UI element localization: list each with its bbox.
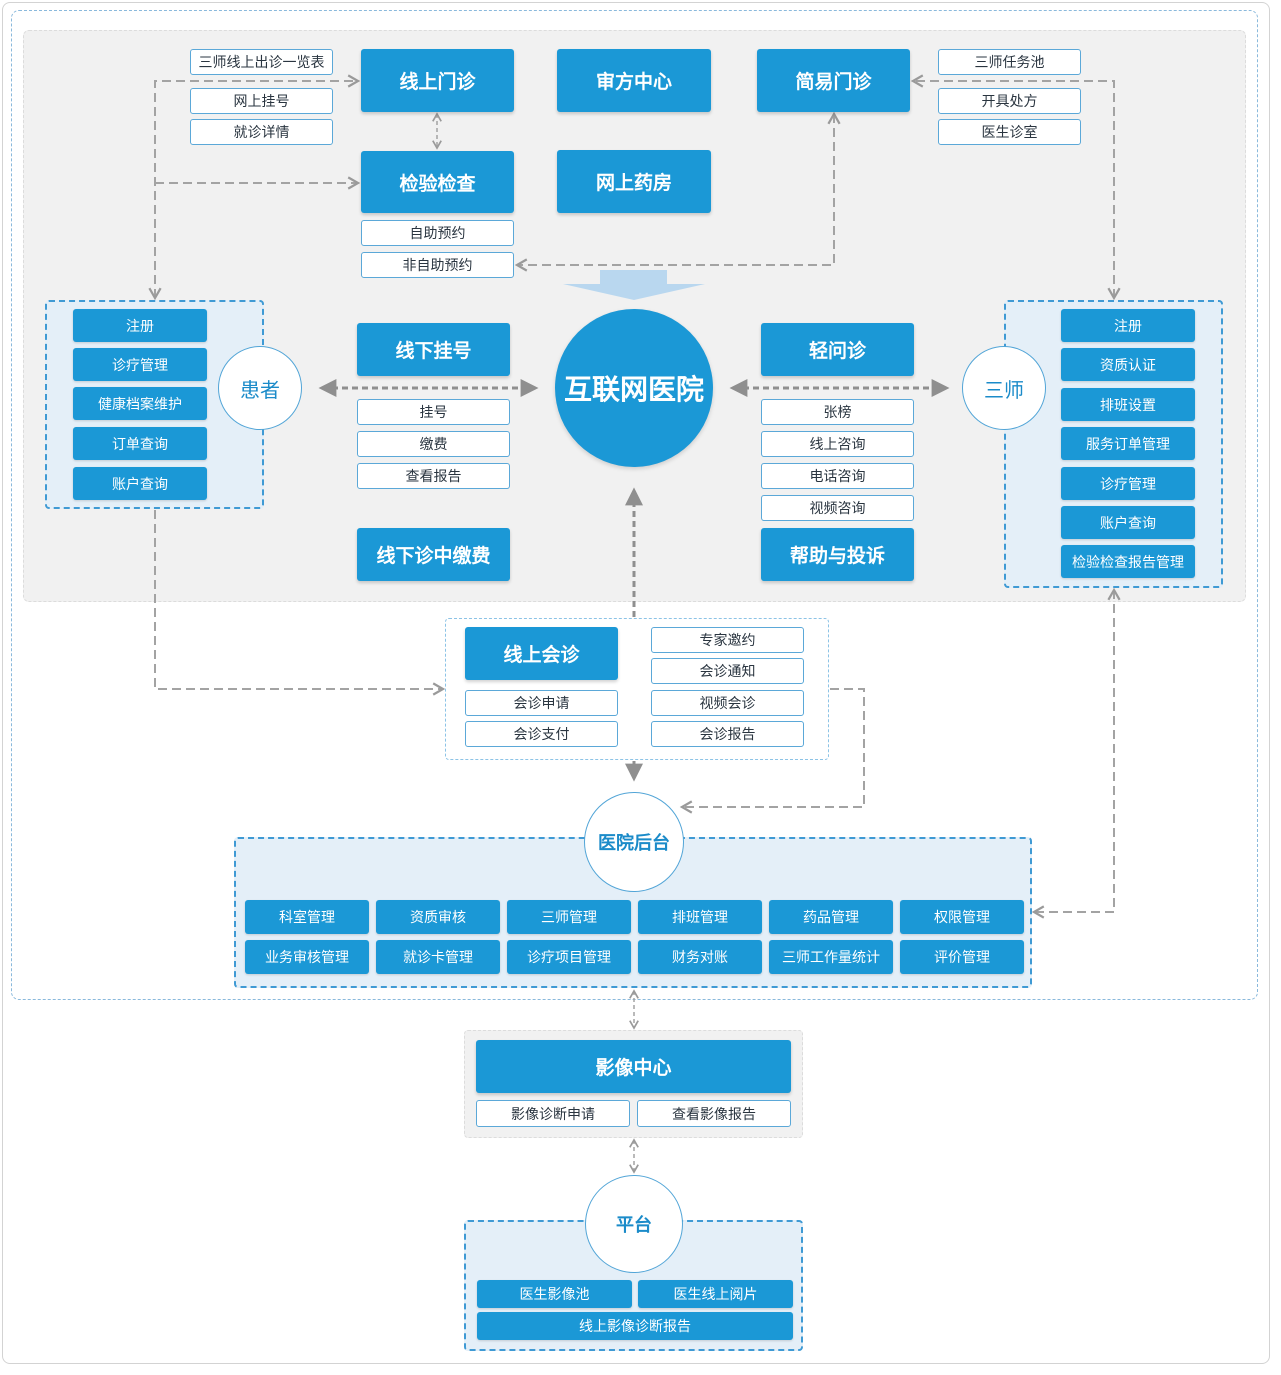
offline-register-item[interactable]: 缴费 bbox=[357, 431, 510, 457]
platform-item[interactable]: 医生影像池 bbox=[477, 1280, 632, 1308]
online-consultation-module[interactable]: 线上会诊 bbox=[465, 627, 618, 680]
offline-register-module[interactable]: 线下挂号 bbox=[357, 323, 510, 376]
consultation-item[interactable]: 会诊申请 bbox=[465, 690, 618, 716]
light-consult-item[interactable]: 电话咨询 bbox=[761, 463, 914, 489]
backend-item[interactable]: 诊疗项目管理 bbox=[507, 940, 631, 974]
connector-simple-clinic-to-lab bbox=[514, 111, 841, 272]
backend-item[interactable]: 药品管理 bbox=[769, 900, 893, 934]
platform-item[interactable]: 线上影像诊断报告 bbox=[477, 1312, 793, 1340]
down-arrow-icon bbox=[563, 270, 705, 300]
light-consult-module[interactable]: 轻问诊 bbox=[761, 323, 914, 376]
simple-clinic-item[interactable]: 医生诊室 bbox=[938, 119, 1081, 145]
doctor-item[interactable]: 注册 bbox=[1061, 309, 1195, 342]
backend-item[interactable]: 评价管理 bbox=[900, 940, 1024, 974]
connector-consult-to-backend bbox=[679, 688, 865, 814]
doctor-item[interactable]: 诊疗管理 bbox=[1061, 467, 1195, 500]
backend-item[interactable]: 财务对账 bbox=[638, 940, 762, 974]
help-complaint-module[interactable]: 帮助与投诉 bbox=[761, 528, 914, 581]
hospital-backend-node[interactable]: 医院后台 bbox=[584, 792, 684, 892]
online-pharmacy-module[interactable]: 网上药房 bbox=[557, 150, 711, 213]
imaging-item[interactable]: 查看影像报告 bbox=[637, 1100, 791, 1127]
patient-item[interactable]: 诊疗管理 bbox=[73, 348, 207, 381]
backend-item[interactable]: 资质审核 bbox=[376, 900, 500, 934]
patient-item[interactable]: 健康档案维护 bbox=[73, 387, 207, 420]
backend-item[interactable]: 三师管理 bbox=[507, 900, 631, 934]
doctor-node[interactable]: 三师 bbox=[962, 346, 1046, 430]
consultation-item[interactable]: 会诊报告 bbox=[651, 721, 804, 747]
connector-patient-to-consult bbox=[154, 510, 446, 696]
backend-item[interactable]: 三师工作量统计 bbox=[769, 940, 893, 974]
simple-clinic-item[interactable]: 三师任务池 bbox=[938, 49, 1081, 75]
backend-item[interactable]: 业务审核管理 bbox=[245, 940, 369, 974]
connector-patient-to-online-clinic bbox=[148, 74, 361, 301]
online-clinic-module[interactable]: 线上门诊 bbox=[361, 49, 514, 112]
doctor-item[interactable]: 排班设置 bbox=[1061, 388, 1195, 421]
consultation-item[interactable]: 视频会诊 bbox=[651, 690, 804, 716]
backend-item[interactable]: 就诊卡管理 bbox=[376, 940, 500, 974]
doctor-item[interactable]: 服务订单管理 bbox=[1061, 427, 1195, 460]
online-clinic-item[interactable]: 就诊详情 bbox=[190, 119, 333, 145]
connector-doctor-to-backend bbox=[1031, 587, 1121, 919]
offline-register-item[interactable]: 查看报告 bbox=[357, 463, 510, 489]
doctor-item[interactable]: 检验检查报告管理 bbox=[1061, 545, 1195, 578]
lab-item[interactable]: 自助预约 bbox=[361, 220, 514, 246]
imaging-item[interactable]: 影像诊断申请 bbox=[476, 1100, 630, 1127]
lab-item[interactable]: 非自助预约 bbox=[361, 252, 514, 278]
simple-clinic-item[interactable]: 开具处方 bbox=[938, 88, 1081, 114]
consultation-item[interactable]: 专家邀约 bbox=[651, 627, 804, 653]
offline-register-item[interactable]: 挂号 bbox=[357, 399, 510, 425]
doctor-item[interactable]: 资质认证 bbox=[1061, 348, 1195, 381]
patient-item[interactable]: 账户查询 bbox=[73, 467, 207, 500]
imaging-center-module[interactable]: 影像中心 bbox=[476, 1040, 791, 1093]
offline-payment-module[interactable]: 线下诊中缴费 bbox=[357, 528, 510, 581]
internet-hospital-hub[interactable]: 互联网医院 bbox=[555, 309, 713, 467]
backend-item[interactable]: 权限管理 bbox=[900, 900, 1024, 934]
patient-node[interactable]: 患者 bbox=[218, 346, 302, 430]
platform-item[interactable]: 医生线上阅片 bbox=[638, 1280, 793, 1308]
prescription-review-module[interactable]: 审方中心 bbox=[557, 49, 711, 112]
doctor-item[interactable]: 账户查询 bbox=[1061, 506, 1195, 539]
online-clinic-item[interactable]: 三师线上出诊一览表 bbox=[190, 49, 333, 75]
patient-item[interactable]: 订单查询 bbox=[73, 427, 207, 460]
backend-item[interactable]: 排班管理 bbox=[638, 900, 762, 934]
simple-clinic-module[interactable]: 简易门诊 bbox=[757, 49, 910, 112]
light-consult-item[interactable]: 线上咨询 bbox=[761, 431, 914, 457]
consultation-item[interactable]: 会诊通知 bbox=[651, 658, 804, 684]
consultation-item[interactable]: 会诊支付 bbox=[465, 721, 618, 747]
light-consult-item[interactable]: 张榜 bbox=[761, 399, 914, 425]
online-clinic-item[interactable]: 网上挂号 bbox=[190, 88, 333, 114]
patient-item[interactable]: 注册 bbox=[73, 309, 207, 342]
platform-node[interactable]: 平台 bbox=[585, 1175, 683, 1273]
backend-item[interactable]: 科室管理 bbox=[245, 900, 369, 934]
lab-exam-module[interactable]: 检验检查 bbox=[361, 151, 514, 213]
connector-doctor-to-simple-clinic bbox=[910, 74, 1121, 301]
light-consult-item[interactable]: 视频咨询 bbox=[761, 495, 914, 521]
